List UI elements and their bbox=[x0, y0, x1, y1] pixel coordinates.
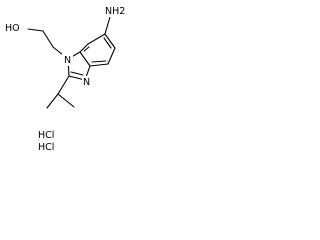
bond-c2-n3-double bbox=[70, 71, 84, 76]
bond-c4-c5 bbox=[104, 33, 116, 49]
bond-c7a-c3a bbox=[79, 43, 89, 53]
bond-c6-c7 bbox=[89, 63, 109, 67]
bond-ch2-o bbox=[27, 28, 44, 32]
bond-c7-c7a bbox=[79, 51, 91, 67]
hcl-label-2: HCl bbox=[38, 142, 54, 153]
atom-label-layer: NH2 HO N N HCl HCl bbox=[4, 4, 137, 153]
bond-c3a-c4 bbox=[87, 33, 106, 45]
chemical-structure-diagram: NH2 HO N N HCl HCl bbox=[4, 4, 137, 153]
hcl-label-1: HCl bbox=[38, 130, 54, 141]
n1-label: N bbox=[64, 55, 71, 66]
nh2-label-background bbox=[103, 4, 137, 17]
bond-ch2-ch2 bbox=[42, 30, 54, 48]
bond-ch-me1 bbox=[46, 93, 59, 109]
n1-label-background bbox=[62, 54, 73, 66]
bond-ch-me2 bbox=[57, 93, 75, 108]
n3-label: N bbox=[83, 77, 90, 88]
bond-c2-ch bbox=[57, 75, 70, 95]
ho-label-background bbox=[4, 21, 27, 34]
bond-c6-c7-inner bbox=[91, 60, 107, 63]
bond-c5-nh2 bbox=[104, 16, 111, 35]
bond-c4-c5-inner bbox=[103, 37, 112, 49]
bond-c3a-c7a-inner bbox=[83, 46, 90, 52]
bond-c5-c6 bbox=[107, 47, 116, 65]
ho-label: HO bbox=[5, 23, 20, 34]
nh2-label: NH2 bbox=[105, 6, 125, 17]
n3-label-background bbox=[82, 76, 93, 88]
